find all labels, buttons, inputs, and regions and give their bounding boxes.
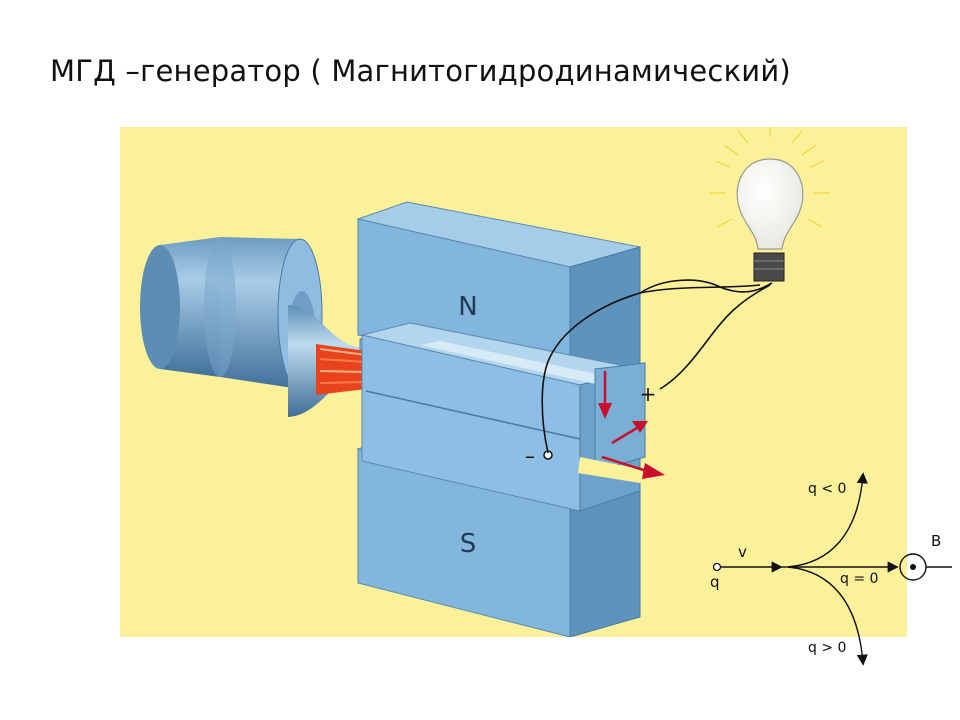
- velocity-label: v: [738, 543, 747, 561]
- zero-charge-label: q = 0: [840, 571, 878, 587]
- minus-terminal: –: [525, 444, 535, 468]
- charge-particle: [712, 562, 722, 572]
- light-bulb: [710, 127, 830, 282]
- vector-arrows: [598, 371, 665, 479]
- mhd-generator-illustration: N S + –: [120, 127, 907, 637]
- trajectory-positive-charge: [787, 566, 868, 666]
- positive-charge-label: q > 0: [808, 640, 846, 656]
- negative-charge-label: q < 0: [808, 481, 846, 497]
- slide-title: МГД –генератор ( Магнитогидродинамически…: [50, 54, 791, 88]
- south-pole-label: S: [460, 529, 477, 559]
- nozzle: [140, 237, 383, 417]
- north-pole-label: N: [458, 292, 477, 322]
- charge-deflection-diagram: v q B q < 0 q = 0 q > 0: [710, 472, 952, 666]
- wires: [541, 279, 773, 454]
- plasma-jet: [316, 344, 367, 395]
- channel: [361, 322, 650, 512]
- charge-label: q: [710, 573, 720, 591]
- trajectory-negative-charge: [787, 472, 868, 568]
- field-label: B: [931, 532, 941, 550]
- plus-terminal: +: [640, 382, 657, 406]
